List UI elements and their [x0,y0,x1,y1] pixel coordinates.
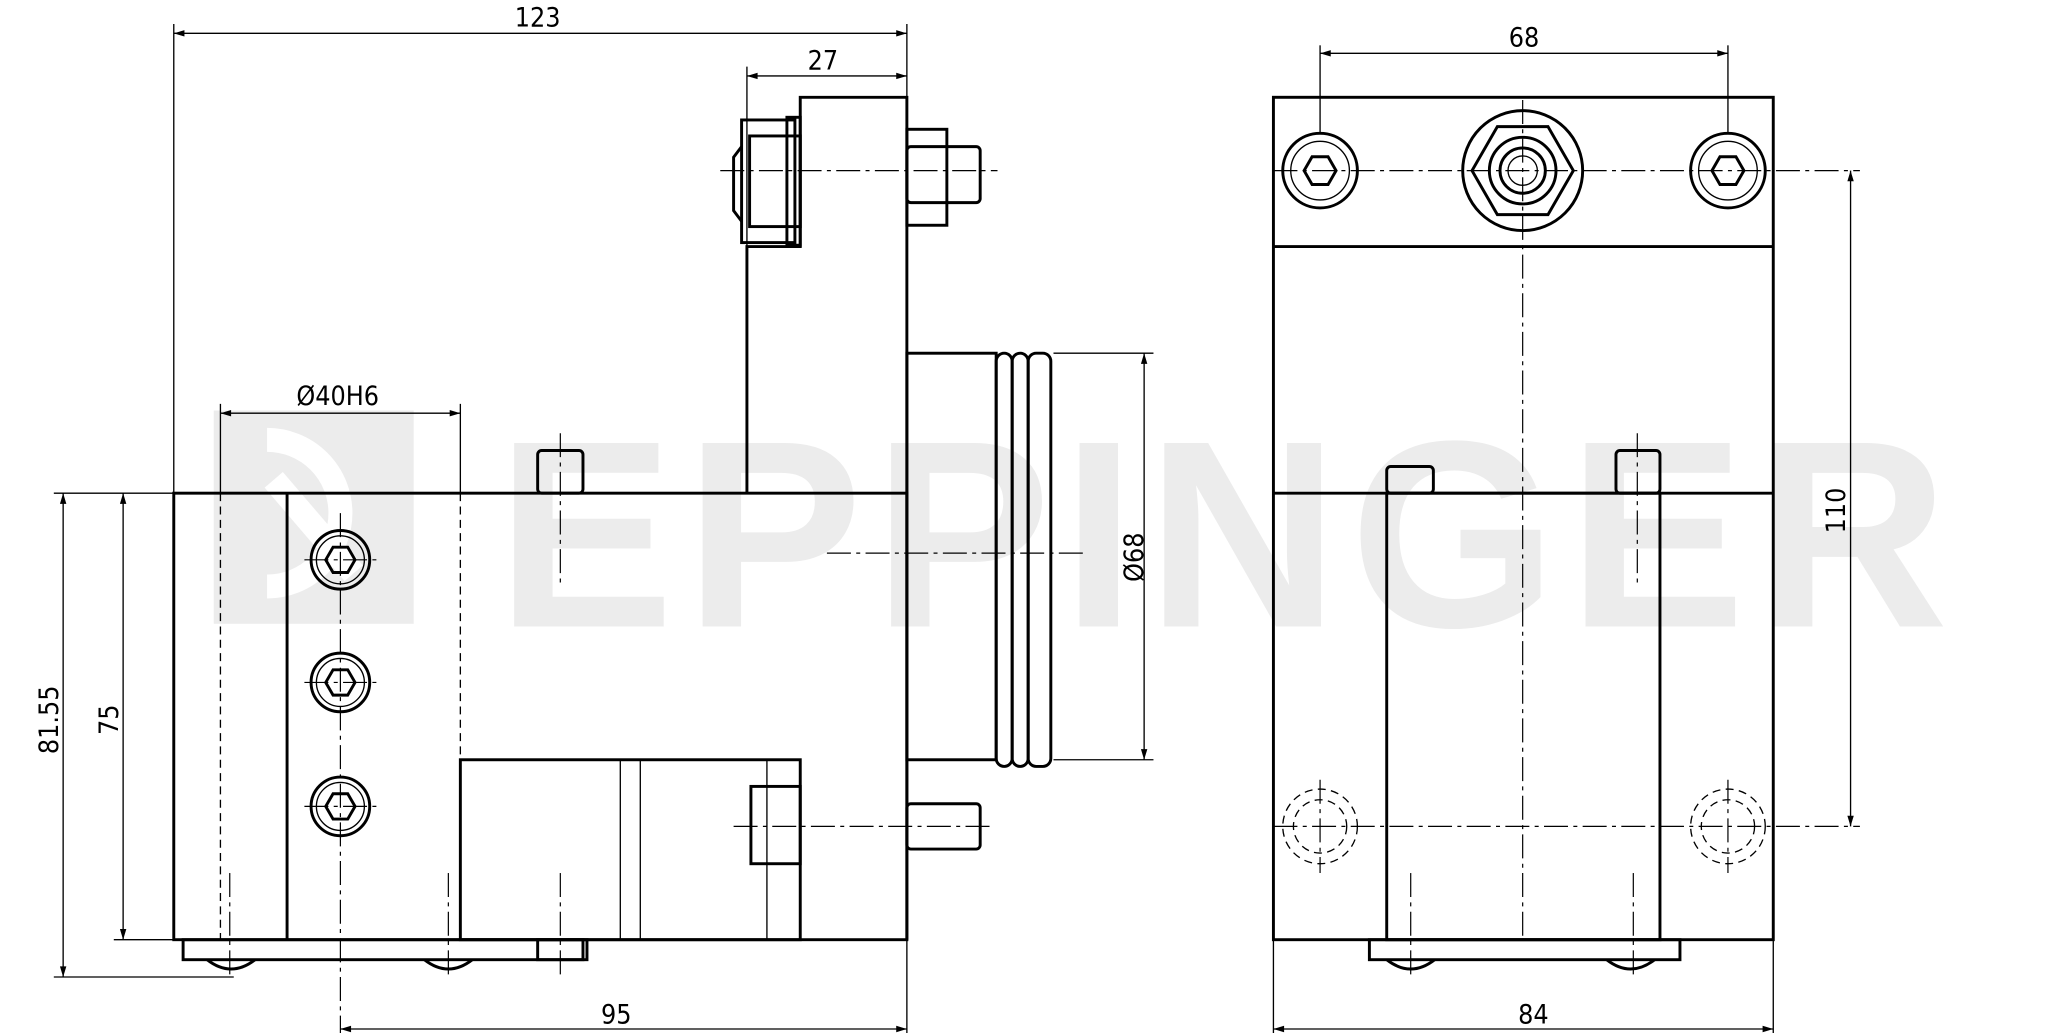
shaft-ring [905,351,1053,768]
watermark: EPPINGER [213,386,1959,683]
front-view [1271,95,1860,980]
dim-75: 75 [94,705,125,735]
screw-heads [304,513,381,1033]
front-view-dimensions: 68 110 84 [1272,23,1854,1033]
dim-81-55: 81.55 [34,685,65,754]
bolt-top [905,127,982,227]
side-view [172,95,1083,1033]
hex-nut [732,115,802,247]
dim-68: 68 [1509,23,1539,54]
dim-bore: Ø40H6 [296,381,379,412]
watermark-text: EPPINGER [496,386,1959,683]
side-view-dimensions: 123 27 Ø40H6 Ø68 81.55 75 95 [34,3,1154,1033]
dim-123: 123 [515,3,561,34]
dim-shaft-diameter: Ø68 [1119,532,1150,581]
dim-110: 110 [1821,488,1852,534]
dim-84: 84 [1518,1000,1548,1031]
dim-27: 27 [808,45,839,76]
dim-95: 95 [601,1000,632,1031]
